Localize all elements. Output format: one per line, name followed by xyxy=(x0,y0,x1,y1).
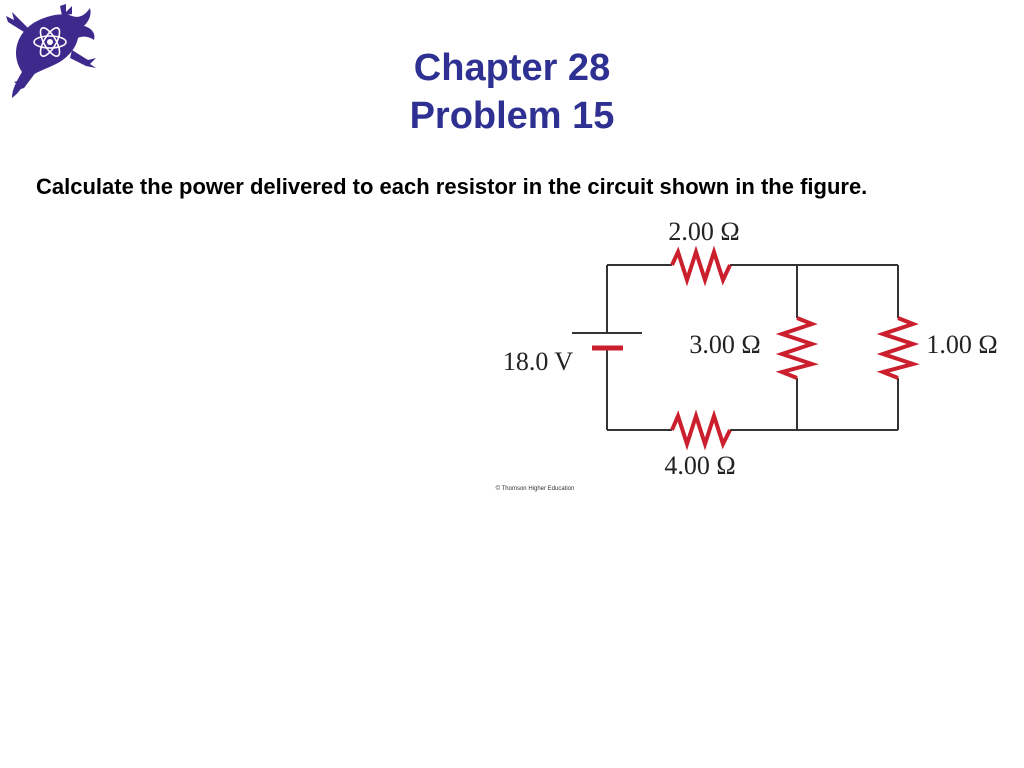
resistor-top xyxy=(670,245,732,287)
resistor-middle xyxy=(775,316,819,380)
battery-label: 18.0 V xyxy=(503,347,574,376)
figure-credit: © Thomson Higher Education xyxy=(496,485,575,492)
horned-frog-logo xyxy=(6,4,96,98)
resistor-middle-label: 3.00 Ω xyxy=(689,330,760,359)
problem-heading: Problem 15 xyxy=(409,95,615,137)
problem-statement: Calculate the power delivered to each re… xyxy=(36,174,868,199)
resistor-bottom xyxy=(670,409,732,451)
resistor-bottom-label: 4.00 Ω xyxy=(664,451,735,480)
chapter-heading: Chapter 28 xyxy=(413,47,611,89)
circuit-diagram: 2.00 Ω 3.00 Ω 1.00 Ω 4.00 Ω 18.0 V © Tho… xyxy=(496,217,998,492)
resistor-right-label: 1.00 Ω xyxy=(926,330,997,359)
resistor-top-label: 2.00 Ω xyxy=(668,217,739,246)
battery-symbol xyxy=(572,332,642,351)
atom-icon xyxy=(33,27,67,57)
resistor-right xyxy=(876,316,920,380)
slide-title: Chapter 28 Problem 15 xyxy=(0,44,1024,140)
